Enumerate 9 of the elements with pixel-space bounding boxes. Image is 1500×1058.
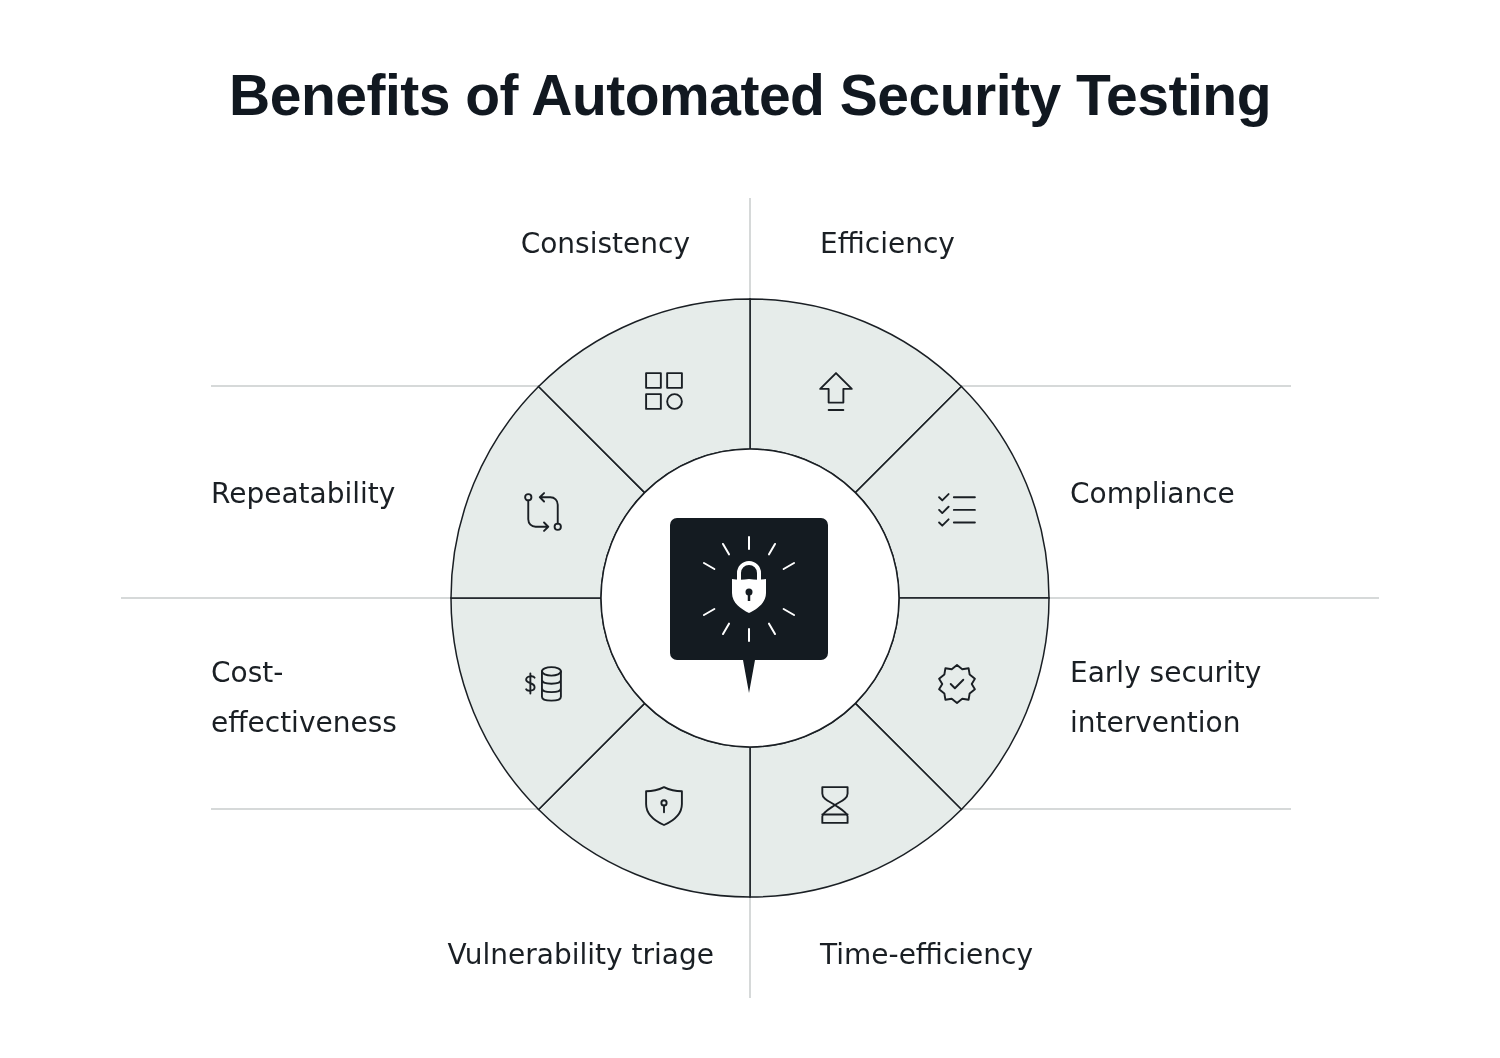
benefit-label: Consistency [520, 226, 690, 262]
benefit-label: Repeatability [211, 476, 396, 512]
benefit-label: Compliance [1070, 476, 1235, 512]
benefit-label: Efficiency [820, 226, 955, 262]
benefit-label: Time-efficiency [820, 937, 1034, 973]
benefit-label: Early security intervention [1070, 655, 1263, 741]
benefit-label: Vulnerability triage [447, 937, 714, 973]
benefit-label: Cost-effectiveness [211, 655, 398, 741]
title: Benefits of Automated Security Testing [229, 62, 1271, 128]
